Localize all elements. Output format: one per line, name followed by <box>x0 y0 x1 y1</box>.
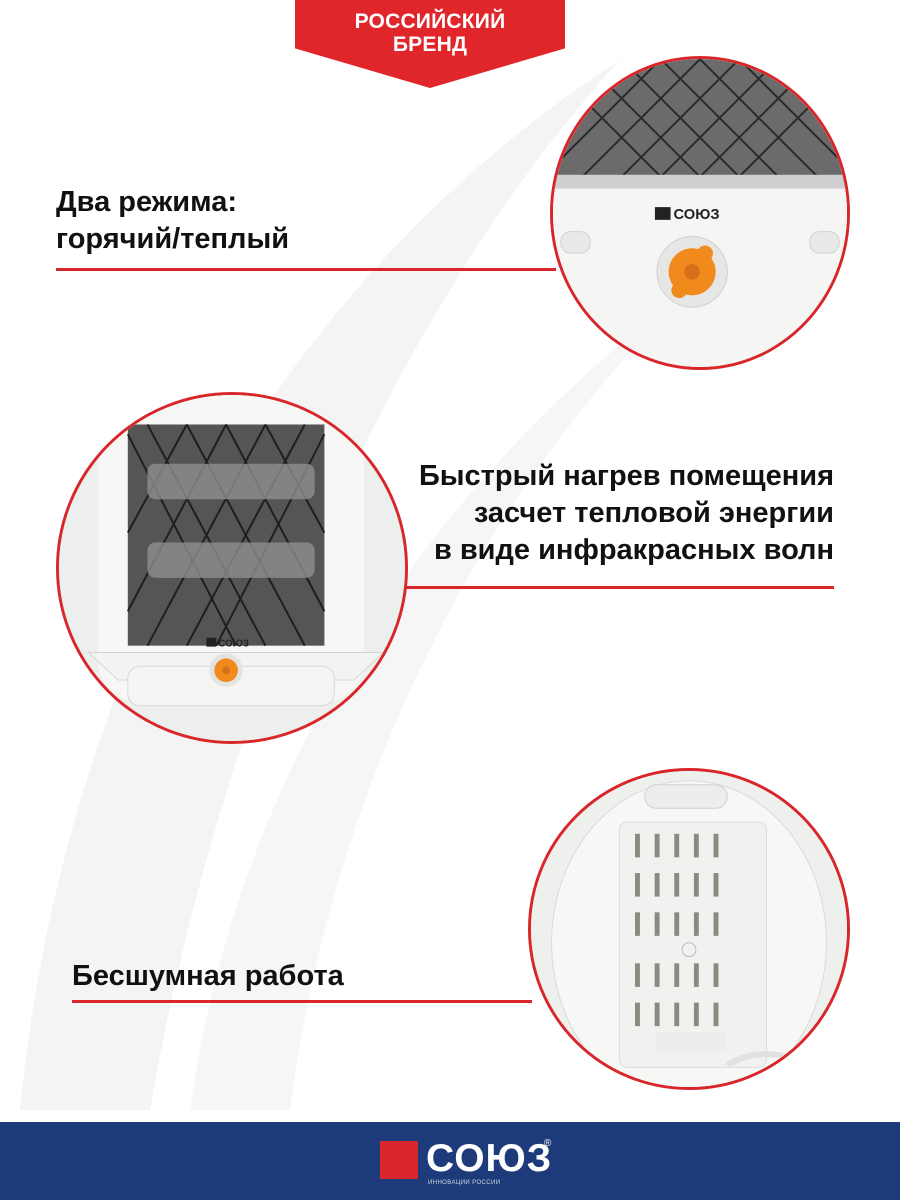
feature-two-modes-line2: горячий/теплый <box>56 223 290 255</box>
footer-brand-logo: СОЮЗ ® ИННОВАЦИИ РОССИИ <box>380 1138 552 1188</box>
feature-fast-heating-line1: Быстрый нагрев помещения <box>418 460 834 492</box>
feature-divider-2 <box>394 586 834 589</box>
feature-silent-line1: Бесшумная работа <box>72 960 344 992</box>
footer-registered-mark: ® <box>544 1138 552 1149</box>
feature-fast-heating: Быстрый нагрев помещения засчет тепловой… <box>419 458 834 569</box>
feature-silent: Бесшумная работа <box>72 958 344 995</box>
brand-logo-icon <box>654 207 671 220</box>
control-panel-photo: СОЮЗ <box>550 56 850 370</box>
feature-divider-1 <box>56 268 556 271</box>
brand-logo-icon <box>380 1141 418 1179</box>
product-brand-text-2: СОЮЗ <box>218 639 249 650</box>
footer-bar <box>0 1122 900 1200</box>
heater-front-photo: СОЮЗ <box>56 392 408 744</box>
footer-tagline: ИННОВАЦИИ РОССИИ <box>428 1180 501 1186</box>
badge-line-1: РОССИЙСКИЙ <box>354 10 506 33</box>
feature-fast-heating-line2: засчет тепловой энергии <box>473 497 834 529</box>
russian-brand-badge-text: РОССИЙСКИЙ БРЕНД <box>295 10 565 56</box>
product-brand-text: СОЮЗ <box>674 207 720 223</box>
feature-fast-heating-line3: в виде инфракрасных волн <box>433 534 834 566</box>
badge-line-2: БРЕНД <box>392 33 468 56</box>
feature-two-modes-line1: Два режима: <box>56 186 237 218</box>
heater-back-photo <box>528 768 850 1090</box>
footer-brand-name: СОЮЗ <box>426 1137 553 1180</box>
feature-two-modes: Два режима: горячий/теплый <box>56 184 289 258</box>
feature-divider-3 <box>72 1000 532 1003</box>
